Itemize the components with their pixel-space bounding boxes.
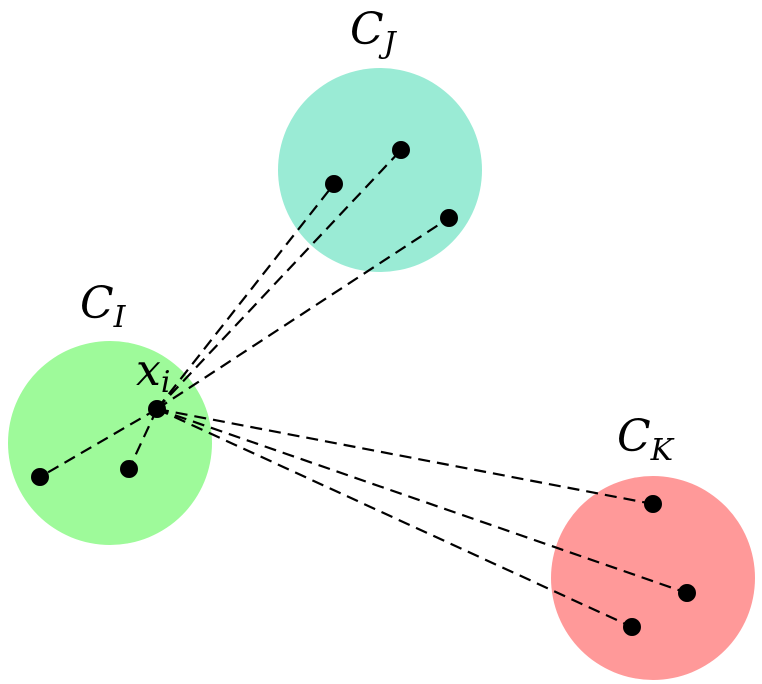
point-K1 [644,495,662,513]
cluster-I-label-sub: I [113,300,127,335]
point-K2 [678,584,696,602]
edge-xi-to-I2 [128,408,158,470]
edge-xi-to-J3 [156,217,450,410]
cluster-K-label: CK [617,411,675,468]
edge-xi-to-K1 [156,407,654,506]
cluster-K-circle [551,476,755,680]
focal-point-label-main: x [136,345,161,396]
cluster-J-label: CJ [350,4,398,61]
point-I2 [120,460,138,478]
edge-xi-to-J2 [156,149,402,410]
edge-xi-to-K2 [156,407,688,595]
cluster-J-label-main: C [350,4,384,55]
focal-point-label-sub: i [161,365,171,400]
point-I1 [31,468,49,486]
point-K3 [623,618,641,636]
point-J1 [325,175,343,193]
points [31,141,696,636]
point-J3 [440,209,458,227]
cluster-K-label-sub: K [650,433,675,468]
cluster-J-circle [278,68,482,272]
edge-xi-to-J1 [156,183,335,410]
focal-point-label: xi [136,345,170,400]
cluster-I-circle [8,341,212,545]
cluster-K-label-main: C [617,411,651,462]
cluster-I-label-main: C [80,278,114,329]
cluster-I-label: CI [80,278,127,335]
point-J2 [392,141,410,159]
edge-xi-to-I1 [39,408,158,478]
point-xi [148,400,166,418]
edges [39,149,688,628]
edge-xi-to-K3 [156,408,633,628]
